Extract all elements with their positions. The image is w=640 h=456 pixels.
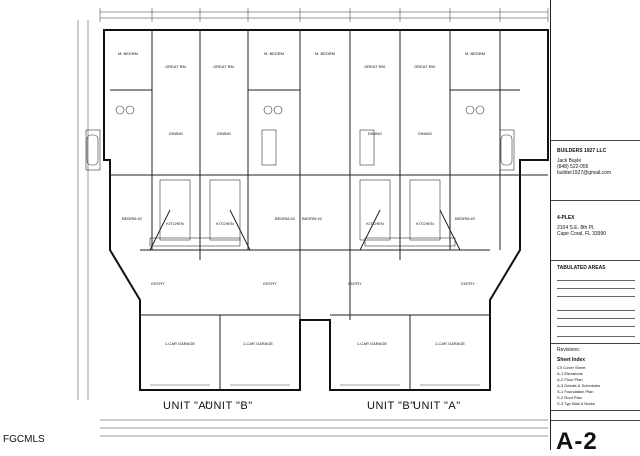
sheet-index-item: A-1 Elevations: [557, 371, 583, 376]
unit-label-b-2: UNIT "B": [367, 400, 415, 412]
room-label-m-bedrm-4: M. BEDRM: [465, 51, 485, 56]
room-label-entry-1: ENTRY: [151, 281, 165, 286]
room-label-entry-2: ENTRY: [263, 281, 277, 286]
unit-label-b-1: UNIT "B": [205, 400, 253, 412]
builder-contact-email: builder1927@gmail.com: [557, 170, 611, 176]
sheet-index-item: S-3 Typ Wall & Notes: [557, 401, 595, 406]
sheet-index-item: A-2 Floor Plan: [557, 377, 583, 382]
area-row: [557, 310, 635, 311]
unit-label-a-2: UNIT "A": [413, 400, 461, 412]
room-label-bedrm2-2: BEDRM #2: [275, 216, 296, 221]
sheet-info-section: [551, 410, 640, 411]
room-label-entry-4: ENTRY: [461, 281, 475, 286]
room-label-dining-3: DINING: [368, 131, 382, 136]
builder-section: [551, 140, 640, 141]
room-label-m-bedrm-2: M. BEDRM: [264, 51, 284, 56]
builder-contact-name: Jack Bayle: [557, 158, 582, 164]
sheet-number: A-2: [556, 428, 598, 455]
room-label-great-rm-3: GREAT RM.: [364, 64, 386, 69]
title-block: BUILDERS 1927 LLC Jack Bayle (848) 522-0…: [550, 0, 640, 450]
project-address-line-1: 2104 S.E. 8th Pl.: [557, 225, 595, 231]
sheet-number-section: [551, 420, 640, 421]
room-label-m-bedrm-3: M. BEDRM: [315, 51, 335, 56]
dimension-ticks: [99, 8, 549, 22]
room-label-garage-4: 1-CAR GARAGE: [435, 341, 466, 346]
areas-section: [551, 260, 640, 261]
exterior-walls: [103, 29, 549, 391]
revisions-heading: Revisions:: [557, 347, 581, 353]
watermark: FGCMLS: [3, 434, 45, 445]
room-label-kitchen-2: KITCHEN: [216, 221, 234, 226]
room-label-kitchen-4: KITCHEN: [416, 221, 434, 226]
room-label-great-rm-1: GREAT RM.: [165, 64, 187, 69]
sheet-index-heading: Sheet Index: [557, 357, 586, 363]
sheet-index-item: S-1 Foundation Plan: [557, 389, 594, 394]
room-label-garage-2: 1-CAR GARAGE: [243, 341, 274, 346]
area-row: [557, 318, 635, 319]
room-label-great-rm-2: GREAT RM.: [213, 64, 235, 69]
sheet-index-item: C0 Cover Sheet: [557, 365, 586, 370]
room-label-bedrm2-4: BEDRM #2: [455, 216, 476, 221]
project-address-line-2: Cape Coral, FL 33990: [557, 231, 607, 237]
area-row: [557, 326, 635, 327]
room-label-kitchen-1: KITCHEN: [166, 221, 184, 226]
unit-label-a-1: UNIT "A": [163, 400, 211, 412]
project-name: 4-PLEX: [557, 215, 575, 221]
room-label-great-rm-4: GREAT RM.: [414, 64, 436, 69]
kitchen-counters: [149, 179, 456, 247]
dimension-lines: [77, 11, 548, 437]
area-row: [557, 296, 635, 297]
builder-contact-phone: (848) 522-055: [557, 164, 589, 170]
tabulated-areas-heading: TABULATED AREAS: [557, 265, 606, 271]
room-label-dining-1: DINING: [169, 131, 183, 136]
area-row: [557, 288, 635, 289]
sheet-index-item: A-3 Details & Schedules: [557, 383, 601, 388]
project-section: [551, 200, 640, 201]
room-label-entry-3: ENTRY: [348, 281, 362, 286]
room-label-garage-1: 1-CAR GARAGE: [165, 341, 196, 346]
room-label-bedrm2-3: BEDRM #2: [302, 216, 323, 221]
builder-name: BUILDERS 1927 LLC: [557, 148, 607, 154]
area-row: [557, 336, 635, 337]
room-label-dining-4: DINING: [418, 131, 432, 136]
area-row: [557, 280, 635, 281]
room-label-dining-2: DINING: [217, 131, 231, 136]
revisions-section: [551, 343, 640, 344]
sheet-index-item: S-2 Roof Plan: [557, 395, 582, 400]
bath-fixtures: [85, 105, 515, 171]
room-label-bedrm2-1: BEDRM #2: [122, 216, 143, 221]
room-label-m-bedrm-1: M. BEDRM: [118, 51, 138, 56]
room-label-kitchen-3: KITCHEN: [366, 221, 384, 226]
room-label-garage-3: 1-CAR GARAGE: [357, 341, 388, 346]
